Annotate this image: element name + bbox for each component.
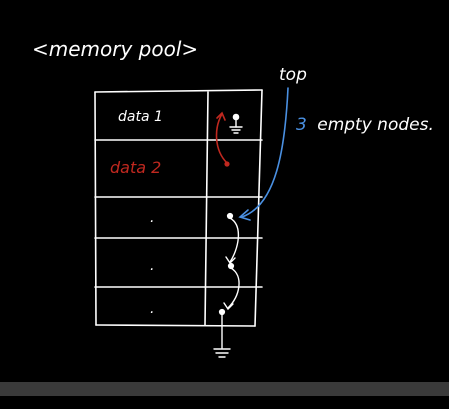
memory-pool-diagram: <memory pool> top 3 empty nodes. data 1 … [32, 37, 434, 358]
row-data-cell: . [150, 210, 154, 226]
used-pointer-arrow [215, 111, 230, 167]
annotation-text: empty nodes. [317, 115, 434, 135]
bottom-strip [0, 396, 449, 409]
pointer-column-divider [204, 91, 209, 326]
top-label: top [279, 65, 307, 85]
row-data-cell: . [150, 301, 154, 317]
annotation: 3 empty nodes. [296, 115, 434, 135]
row-data-cell: data 2 [110, 158, 161, 177]
ground-icon [213, 348, 231, 358]
ground-icon [229, 113, 243, 134]
horizontal-scrollbar[interactable] [0, 382, 449, 396]
table-bottom-border [95, 324, 256, 327]
free-list-chain [218, 212, 240, 349]
table-left-border [94, 91, 97, 326]
pool-table [94, 89, 263, 327]
top-pointer-arrow [238, 87, 289, 221]
annotation-count: 3 [296, 115, 307, 135]
table-top-border [94, 89, 263, 93]
diagram-title: <memory pool> [32, 37, 198, 61]
row-data-cell: data 1 [118, 109, 163, 125]
row-data-cell: . [150, 258, 154, 274]
